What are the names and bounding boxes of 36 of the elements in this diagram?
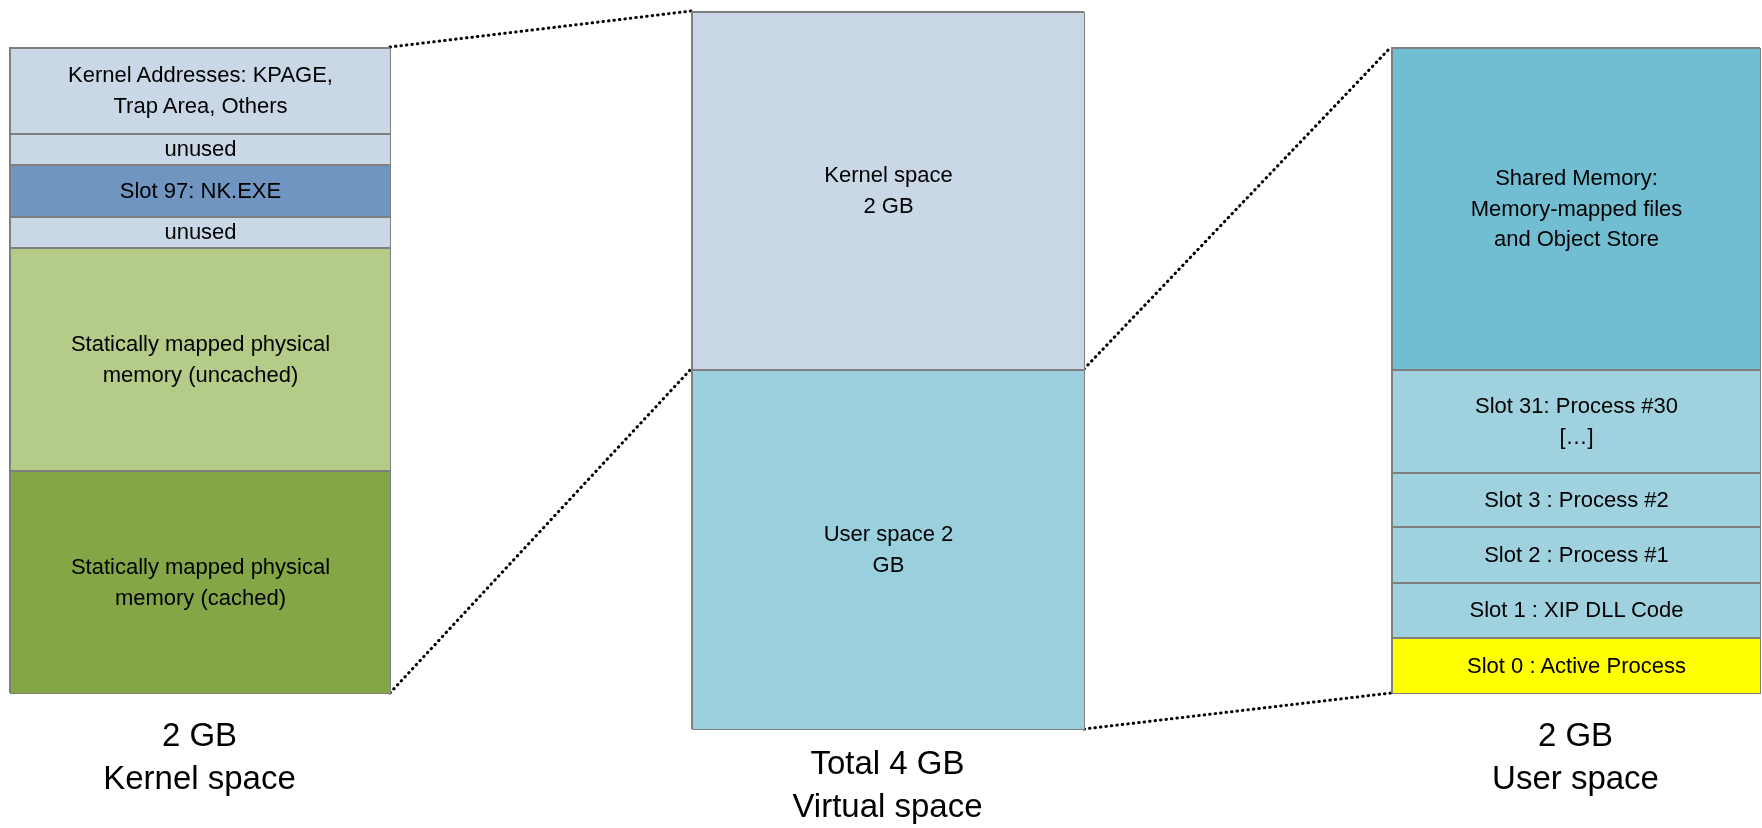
region-label: Slot 1 : XIP DLL Code <box>1469 596 1684 625</box>
region-label: Slot 31: Process #30 […] <box>1474 391 1679 451</box>
column-caption: Total 4 GB <box>810 743 965 783</box>
column-caption: Kernel space <box>103 757 296 798</box>
memory-region-box <box>10 134 391 165</box>
column-caption: User space <box>1492 757 1659 798</box>
memory-region-box <box>10 165 391 217</box>
memory-region-box <box>10 217 391 248</box>
region-label: Slot 3 : Process #2 <box>1484 485 1669 514</box>
region-label: Slot 0 : Active Process <box>1467 651 1686 680</box>
region-label: Shared Memory: Memory-mapped files and Object Store <box>1469 163 1684 254</box>
memory-region-box <box>1392 527 1761 583</box>
memory-region-box <box>1392 638 1761 694</box>
region-label: Slot 2 : Process #1 <box>1484 540 1669 569</box>
region-label: Statically mapped physical memory (cached) <box>69 552 332 612</box>
memory-region-box <box>10 248 391 471</box>
memory-region-box <box>10 48 391 134</box>
memory-region-box <box>1392 473 1761 527</box>
region-label: unused <box>164 218 237 247</box>
region-label: Slot 97: NK.EXE <box>119 176 282 205</box>
region-label: Kernel space 2 GB <box>823 161 954 220</box>
memory-region-box <box>10 471 391 694</box>
dotted-connector-line <box>1082 691 1393 731</box>
memory-region-box <box>1392 583 1761 638</box>
memory-region-box <box>1392 48 1761 370</box>
column-caption: Virtual space <box>792 785 983 826</box>
column-caption: 2 GB <box>161 715 238 755</box>
dotted-connector-line <box>388 9 693 49</box>
region-label: Kernel Addresses: KPAGE, Trap Area, Others <box>67 61 334 120</box>
region-label: unused <box>164 135 237 164</box>
memory-region-box <box>1392 370 1761 473</box>
column-caption: 2 GB <box>1537 715 1614 755</box>
region-label: Statically mapped physical memory (uncached) <box>69 329 332 389</box>
memory-region-box <box>692 370 1085 730</box>
memory-region-box <box>692 12 1085 370</box>
region-label: User space 2 GB <box>822 520 955 579</box>
